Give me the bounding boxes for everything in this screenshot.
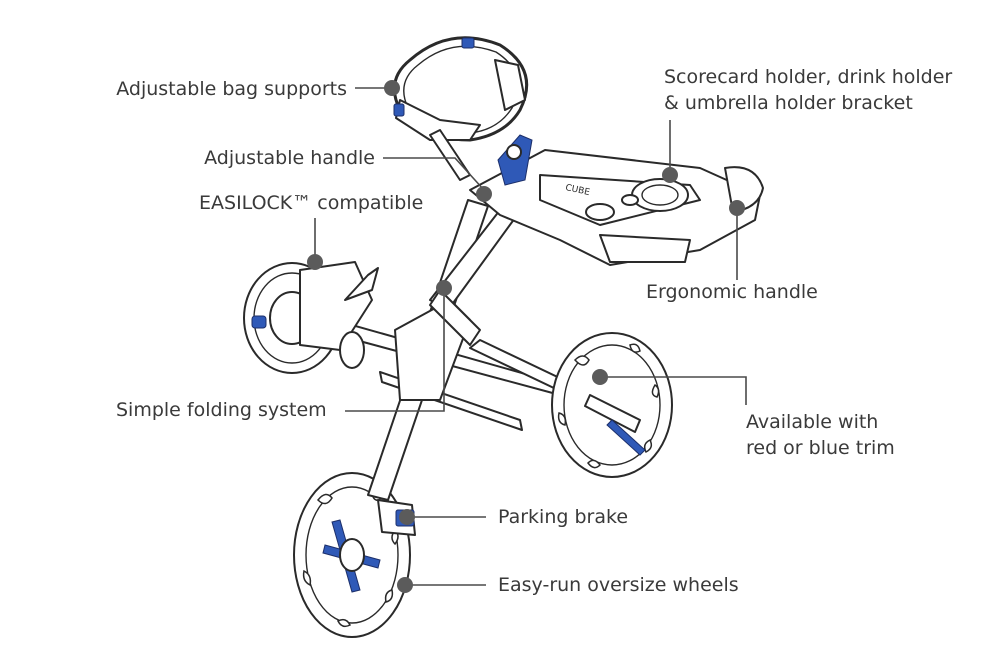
callout-scorecard-line-1: Scorecard holder, drink holder: [664, 66, 953, 88]
bag-support-ring: [392, 36, 529, 181]
handle-console: CUBE: [469, 134, 764, 266]
marker-bag-supports: [384, 80, 400, 96]
callout-folding-system: Simple folding system: [116, 399, 327, 421]
marker-scorecard: [662, 167, 678, 183]
marker-easilock: [307, 254, 323, 270]
callout-easilock: EASILOCK™ compatible: [199, 192, 424, 214]
marker-folding: [436, 280, 452, 296]
frame-spine: [367, 199, 516, 501]
marker-handle: [476, 186, 492, 202]
leader-folding: [345, 290, 445, 412]
marker-trim: [592, 369, 608, 385]
callout-adjustable-handle: Adjustable handle: [204, 147, 375, 169]
leader-trim: [600, 376, 747, 405]
callout-parking-brake: Parking brake: [498, 506, 629, 528]
callout-bag-supports: Adjustable bag supports: [116, 78, 347, 100]
right-rear-wheel: [551, 332, 673, 478]
callout-ergonomic-handle: Ergonomic handle: [646, 281, 818, 303]
front-wheel: [293, 472, 411, 638]
marker-wheels: [397, 577, 413, 593]
callout-scorecard-holder: Scorecard holder, drink holder & umbrell…: [664, 64, 952, 116]
callout-trim-line-1: Available with: [746, 411, 879, 433]
marker-brake: [399, 509, 415, 525]
leader-handle: [383, 157, 485, 191]
marker-ergonomic: [729, 200, 745, 216]
callout-trim-line-2: red or blue trim: [746, 437, 895, 459]
callout-oversize-wheels: Easy-run oversize wheels: [498, 574, 739, 596]
callout-scorecard-line-2: & umbrella holder bracket: [664, 92, 913, 114]
callout-trim-options: Available with red or blue trim: [746, 409, 895, 461]
golf-trolley-illustration: CUBE: [243, 36, 764, 638]
left-rear-wheel: [243, 261, 379, 374]
callout-leaders: [307, 80, 747, 593]
